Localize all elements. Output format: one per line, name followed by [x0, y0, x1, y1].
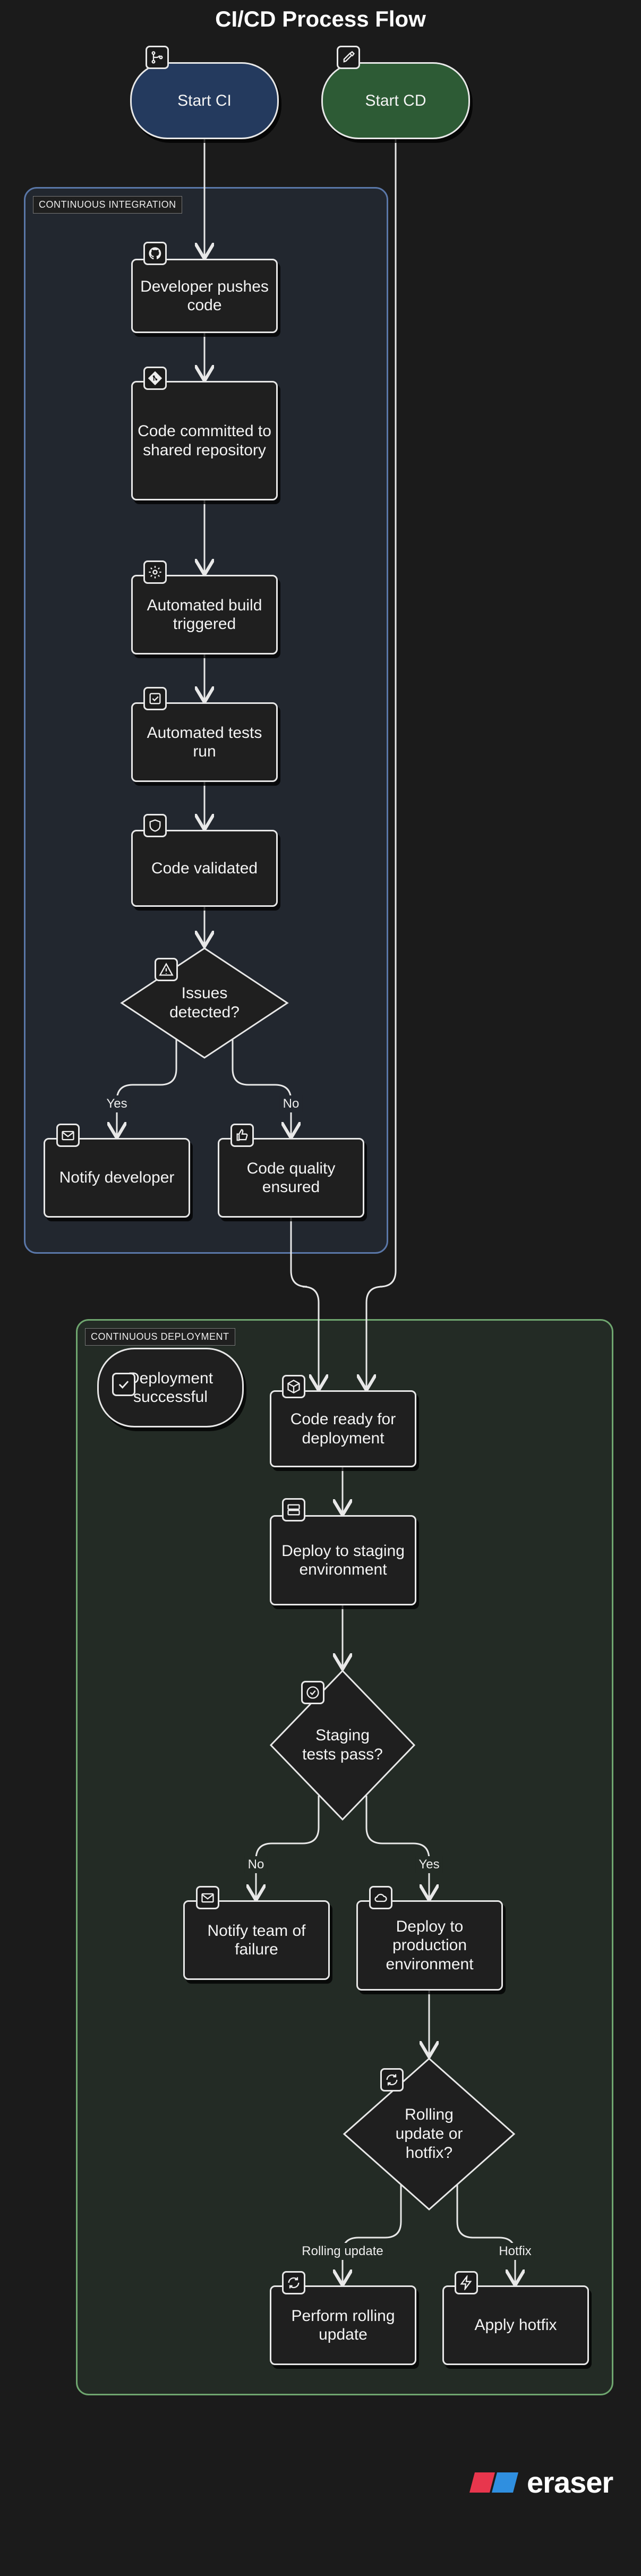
diagram-title: CI/CD Process Flow — [215, 6, 426, 31]
edge-pass-notifyteam — [256, 1796, 320, 1900]
rollingq-diamond-shape — [343, 2057, 516, 2211]
rollingq-decision[interactable]: Rolling update or hotfix? — [379, 2099, 480, 2169]
gear-icon — [143, 560, 167, 584]
git-icon — [143, 367, 167, 390]
check-circle-icon — [301, 1681, 324, 1704]
shield-icon — [143, 814, 167, 837]
ci-group-label: CONTINUOUS INTEGRATION — [33, 196, 182, 214]
production-node[interactable]: Deploy to production environment — [356, 1900, 503, 1991]
rocket-icon — [337, 46, 360, 69]
refresh-icon — [380, 2068, 404, 2092]
start-cd-label: Start CD — [365, 91, 426, 109]
rollingq-label: Rolling update or hotfix? — [395, 2106, 463, 2162]
warning-icon — [155, 958, 178, 981]
server-icon — [282, 1498, 305, 1521]
github-icon — [143, 242, 167, 265]
commit-node[interactable]: Code committed to shared repository — [131, 381, 278, 500]
staging-pass-label: Staging tests pass? — [302, 1727, 383, 1763]
hotfix-label: Apply hotfix — [474, 2316, 557, 2334]
rolling-label: Perform rolling update — [291, 2307, 395, 2343]
staging-label: Deploy to staging environment — [281, 1542, 405, 1578]
notify-dev-label: Notify developer — [59, 1169, 175, 1187]
edge-label-yes: Yes — [415, 1856, 443, 1873]
package-icon — [282, 1375, 305, 1398]
tests-label: Automated tests run — [147, 724, 262, 760]
staging-pass-decision[interactable]: Staging tests pass? — [300, 1711, 385, 1780]
cloud-icon — [369, 1886, 392, 1909]
checkbox-icon — [143, 687, 167, 710]
notify-team-label: Notify team of failure — [207, 1922, 306, 1958]
issues-decision[interactable]: Issues detected? — [151, 976, 258, 1030]
validated-node[interactable]: Code validated — [131, 830, 278, 907]
commit-label: Code committed to shared repository — [138, 422, 271, 459]
push-label: Developer pushes code — [140, 277, 269, 314]
thumbs-up-icon — [230, 1124, 254, 1147]
edge-quality-ready — [290, 1218, 319, 1390]
brand-name: eraser — [527, 2466, 613, 2499]
quality-node[interactable]: Code quality ensured — [218, 1138, 364, 1218]
hotfix-node[interactable]: Apply hotfix — [442, 2285, 589, 2365]
edge-label-yes: Yes — [103, 1095, 131, 1112]
cd-group: CONTINUOUS DEPLOYMENT — [76, 1319, 613, 2395]
notify-dev-node[interactable]: Notify developer — [44, 1138, 190, 1218]
success-label: Deployment successful — [127, 1369, 213, 1406]
check-icon — [112, 1373, 135, 1396]
build-node[interactable]: Automated build triggered — [131, 575, 278, 654]
eraser-logo: eraser — [467, 2465, 613, 2500]
edge-rollingq-rolling — [343, 2184, 402, 2285]
quality-label: Code quality ensured — [246, 1159, 336, 1196]
edge-pass-production — [365, 1796, 429, 1900]
edge-issues-quality — [232, 1035, 291, 1138]
edge-issues-notifydev — [117, 1035, 177, 1138]
staging-node[interactable]: Deploy to staging environment — [270, 1515, 416, 1605]
notify-team-node[interactable]: Notify team of failure — [183, 1900, 330, 1980]
eraser-logo-icon — [469, 2472, 518, 2493]
ready-label: Code ready for deployment — [290, 1410, 396, 1447]
edge-label-no: No — [279, 1095, 303, 1112]
git-branch-icon — [146, 46, 169, 69]
mail-icon — [56, 1124, 80, 1147]
edge-startcd-ready — [366, 139, 397, 1390]
mail-icon — [196, 1886, 219, 1909]
lightning-icon — [455, 2271, 478, 2294]
build-label: Automated build triggered — [147, 596, 262, 633]
start-cd-node[interactable]: Start CD — [321, 62, 470, 139]
issues-label: Issues detected? — [169, 984, 240, 1021]
cd-group-label: CONTINUOUS DEPLOYMENT — [85, 1328, 235, 1346]
start-ci-node[interactable]: Start CI — [130, 62, 279, 139]
staging-pass-diamond-shape — [269, 1669, 416, 1821]
edge-label-rolling-update: Rolling update — [298, 2243, 387, 2260]
rolling-node[interactable]: Perform rolling update — [270, 2285, 416, 2365]
tests-node[interactable]: Automated tests run — [131, 702, 278, 782]
validated-label: Code validated — [151, 859, 258, 877]
start-ci-label: Start CI — [177, 91, 232, 109]
refresh-icon — [282, 2271, 305, 2294]
edge-rollingq-hotfix — [456, 2184, 515, 2285]
ready-node[interactable]: Code ready for deployment — [270, 1390, 416, 1467]
edge-label-hotfix: Hotfix — [495, 2243, 535, 2260]
push-node[interactable]: Developer pushes code — [131, 259, 278, 333]
production-label: Deploy to production environment — [386, 1917, 474, 1973]
edge-label-no: No — [244, 1856, 268, 1873]
